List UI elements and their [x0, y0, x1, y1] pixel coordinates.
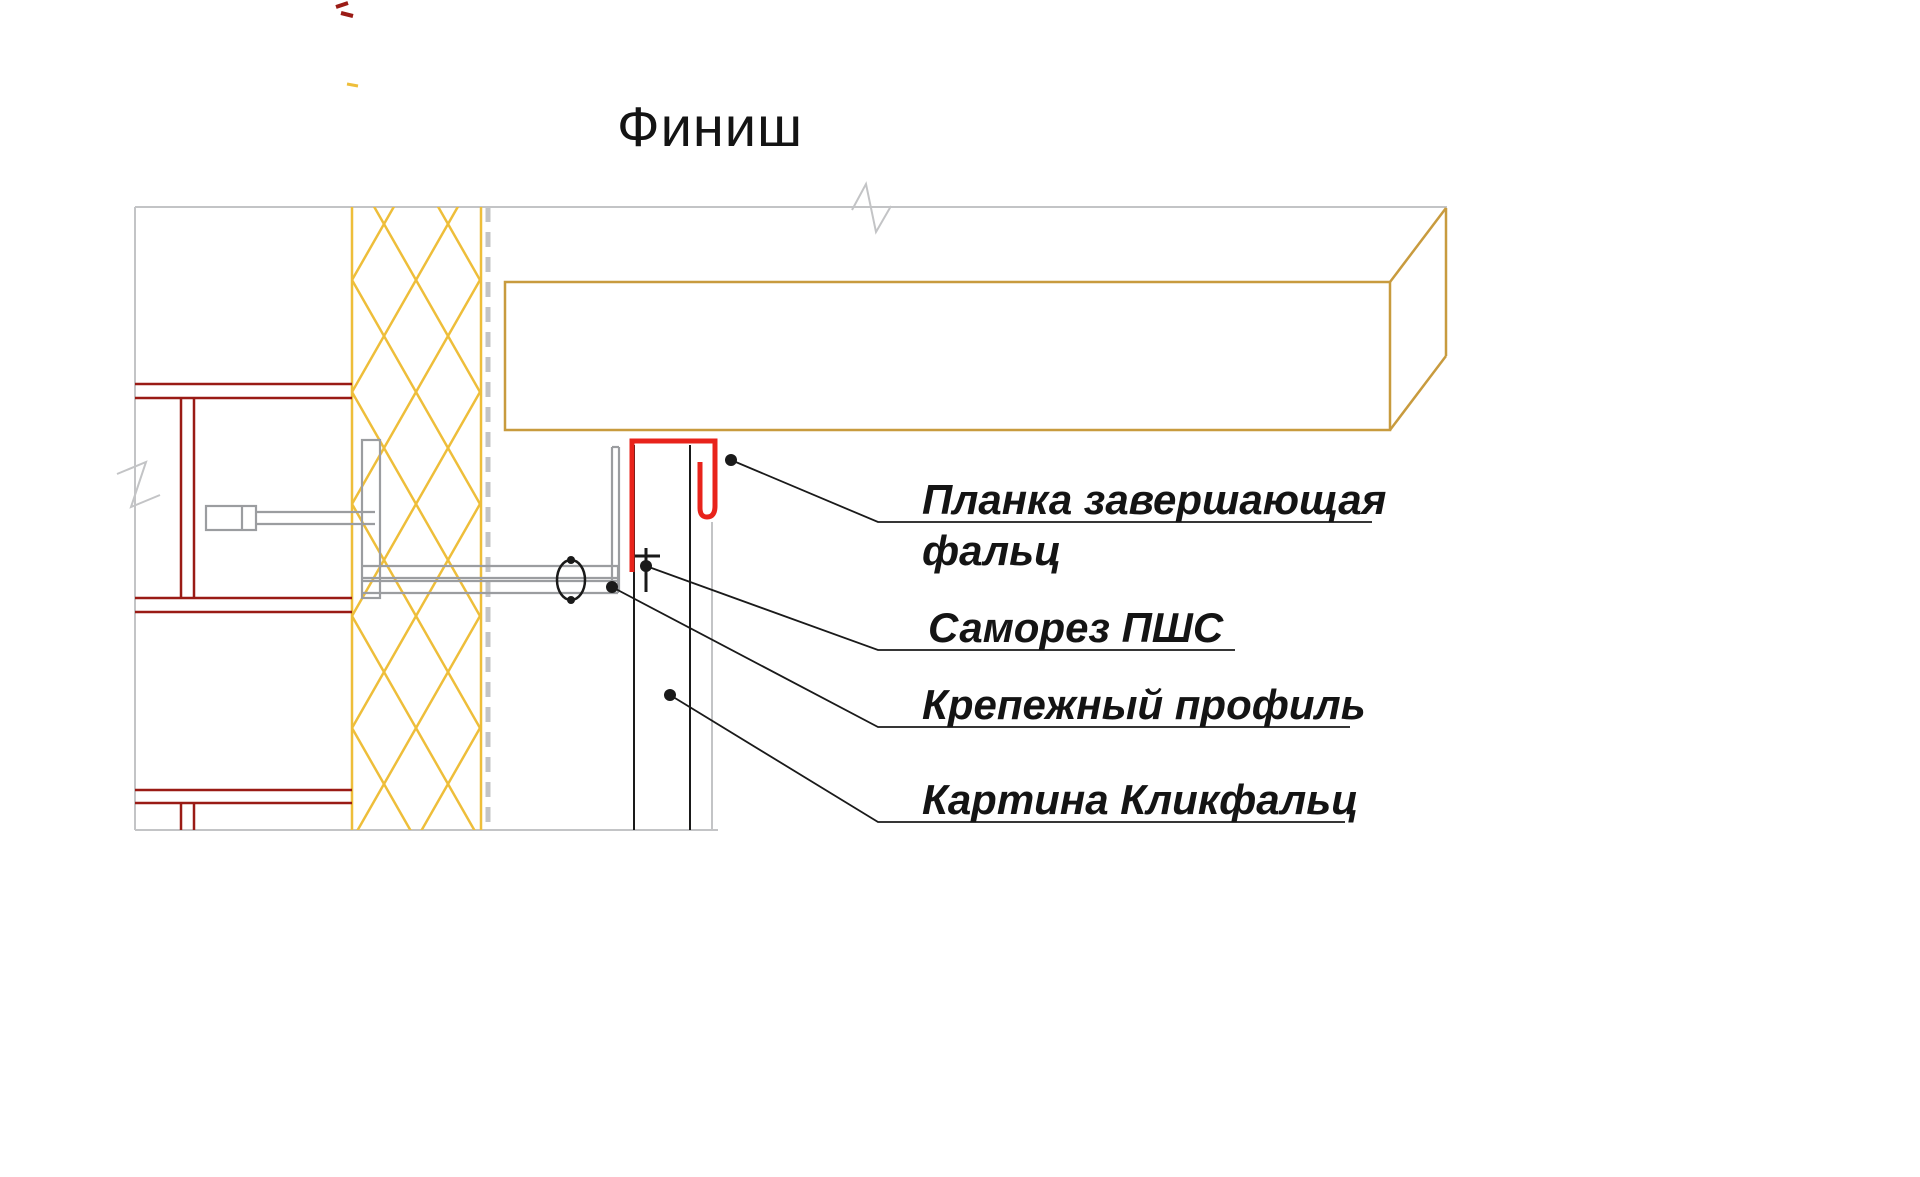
label-profile: Крепежный профиль	[922, 681, 1366, 728]
bracket-vertical-plate	[360, 438, 382, 600]
label-screw: Саморез ПШС	[928, 604, 1224, 651]
wall-structure	[135, 1, 354, 830]
stray-mark-red-2	[340, 11, 354, 18]
break-mark-top	[851, 181, 892, 235]
anchor-head	[204, 504, 258, 532]
stray-mark-red-1	[335, 1, 349, 9]
leader-flashing	[730, 459, 1372, 523]
label-panel: Картина Кликфальц	[922, 776, 1359, 823]
panel-and-fasteners	[555, 445, 691, 830]
anchor-bracket	[204, 438, 621, 600]
label-flashing-line1: Планка завершающая	[922, 476, 1387, 523]
stray-mark-orange	[346, 82, 359, 88]
leader-screw	[645, 565, 1235, 651]
drawing-title: Финиш	[617, 95, 803, 158]
beam-section	[503, 207, 1448, 432]
break-mark-left	[116, 460, 161, 509]
leader-panel	[669, 694, 1345, 823]
leader-profile	[611, 586, 1350, 728]
label-flashing-line2: фальц	[922, 527, 1062, 574]
insulation-layer	[346, 82, 483, 830]
leader-lines	[611, 459, 1372, 823]
flashing-profile	[629, 438, 718, 572]
